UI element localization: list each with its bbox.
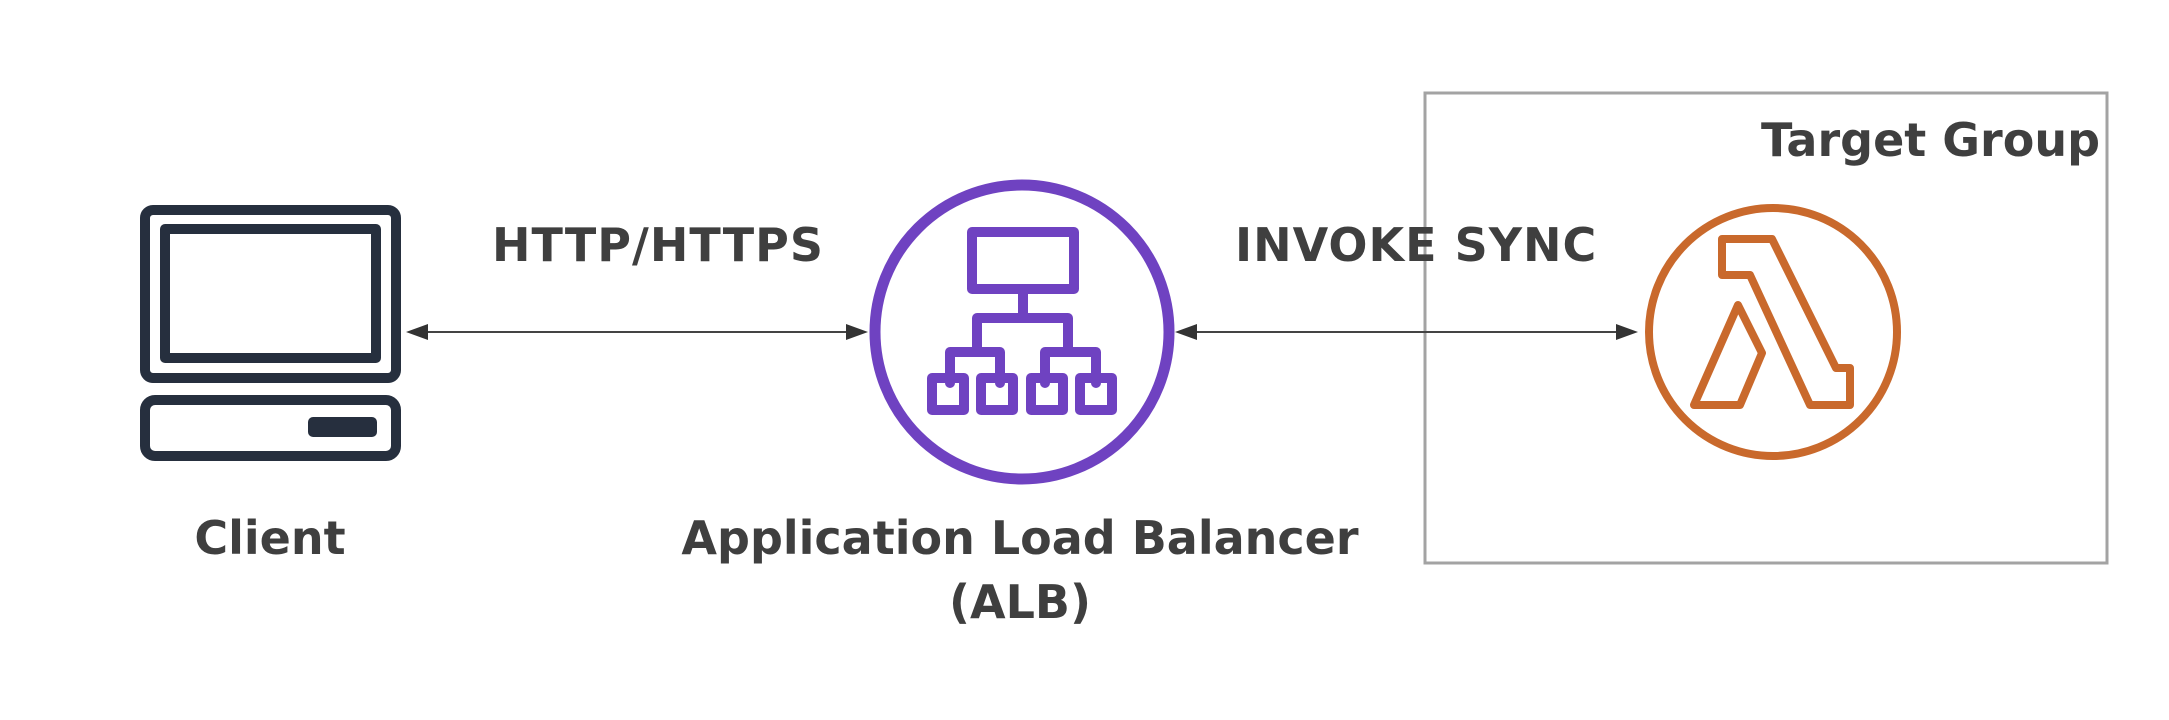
http-https-label: HTTP/HTTPS xyxy=(492,218,824,272)
http-https-connector xyxy=(406,324,868,340)
alb-abbreviation-label: (ALB) xyxy=(948,575,1092,629)
load-balancer-hierarchy-icon xyxy=(869,179,1175,485)
invoke-sync-label: INVOKE SYNC xyxy=(1235,218,1598,272)
lambda-icon xyxy=(1645,204,1901,460)
target-group-box xyxy=(1423,91,2109,565)
target-group-label: Target Group xyxy=(1760,113,2100,167)
alb-label: Application Load Balancer xyxy=(681,511,1359,565)
client-label: Client xyxy=(194,511,346,565)
invoke-sync-connector xyxy=(1175,324,1638,340)
desktop-computer-icon xyxy=(140,205,401,461)
